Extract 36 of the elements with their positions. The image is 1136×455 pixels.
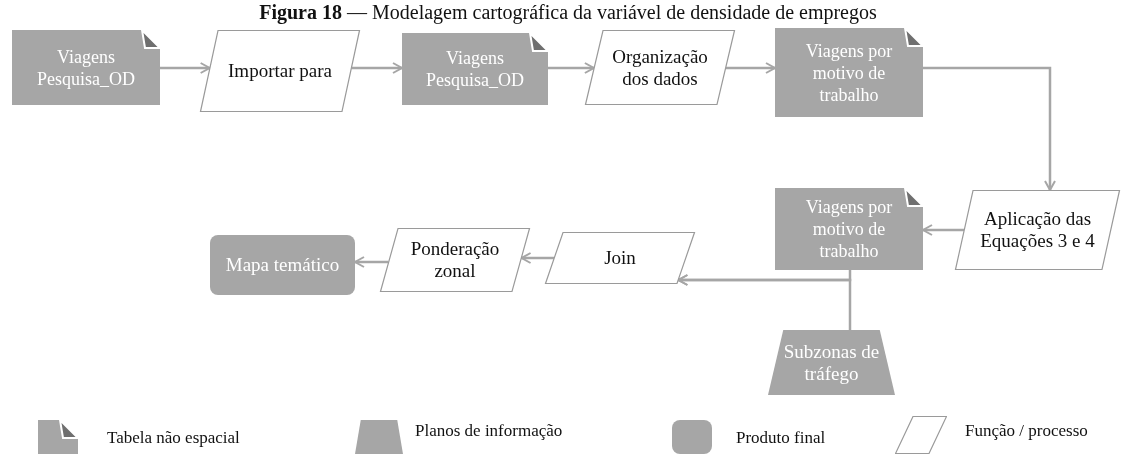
table-document-shape (402, 33, 548, 105)
arrow (922, 224, 964, 236)
node-label: Subzonas de tráfego (782, 340, 881, 385)
node-label: Viagens Pesquisa_OD (36, 45, 136, 90)
figure-title: Figura 18 — Modelagem cartográfica da variável de densidade de empregos (258, 1, 878, 24)
process-parallelogram (545, 232, 695, 284)
product-rounded-box (210, 235, 355, 295)
node-label: Viagens por motivo de trabalho (804, 39, 894, 106)
legend-label: Produto final (736, 428, 826, 448)
node-label: Ponderação zonal (409, 238, 501, 282)
arrow (351, 62, 403, 74)
arrow (725, 62, 776, 74)
process-parallelogram (380, 228, 530, 292)
layer-trapezoid (768, 330, 895, 395)
node-label: Importar para (227, 60, 333, 82)
arrow (923, 66, 1056, 191)
legend-label: Tabela não espacial (107, 428, 240, 448)
arrow (160, 62, 211, 74)
arrow (548, 62, 595, 74)
node-label: Organização dos dados (611, 45, 709, 90)
node-label: Mapa temático (224, 254, 341, 276)
arrow (677, 274, 852, 330)
table-document-shape (12, 30, 160, 105)
arrow (520, 252, 554, 264)
process-parallelogram (200, 30, 360, 112)
legend-label: Planos de informação (415, 421, 563, 441)
process-parallelogram (955, 190, 1120, 270)
node-label: Viagens Pesquisa_OD (425, 47, 525, 91)
table-document-shape (775, 188, 923, 270)
node-label: Join (603, 247, 637, 269)
arrow (354, 256, 389, 268)
node-label: Viagens por motivo de trabalho (804, 196, 894, 262)
table-document-shape (775, 28, 923, 117)
process-parallelogram (585, 30, 735, 105)
legend-label: Função / processo (965, 421, 1088, 441)
node-label: Aplicação das Equações 3 e 4 (979, 208, 1096, 252)
